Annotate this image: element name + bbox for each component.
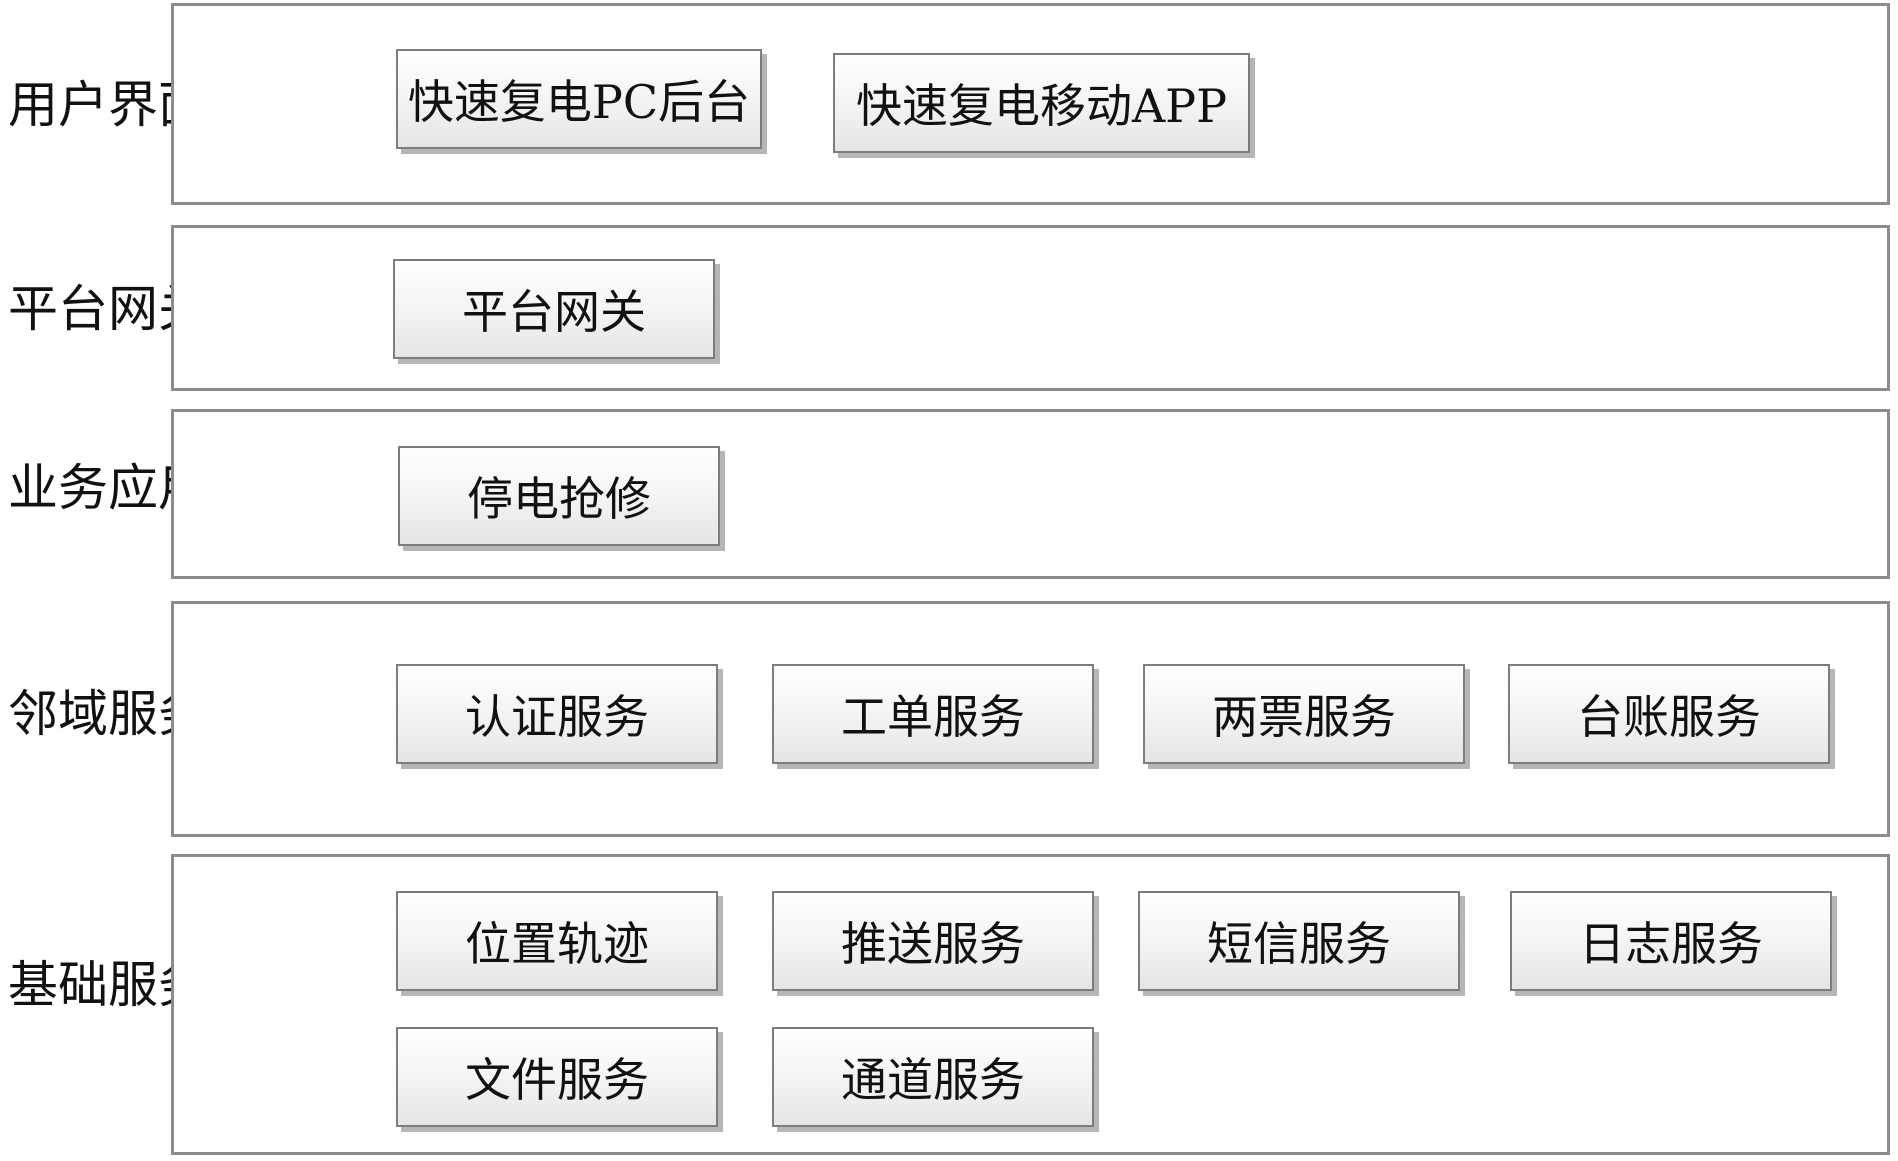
service-box-outage-repair: 停电抢修 — [398, 446, 720, 546]
service-box-location-track: 位置轨迹 — [396, 891, 718, 991]
service-box-file: 文件服务 — [396, 1027, 718, 1127]
service-box-channel: 通道服务 — [772, 1027, 1094, 1127]
service-box-work-order: 工单服务 — [772, 664, 1094, 764]
service-box-ledger: 台账服务 — [1508, 664, 1830, 764]
service-box-two-tickets: 两票服务 — [1143, 664, 1465, 764]
service-box-platform-gateway: 平台网关 — [393, 259, 715, 359]
service-box-authentication: 认证服务 — [396, 664, 718, 764]
service-box-mobile-app: 快速复电移动APP — [833, 53, 1250, 153]
service-box-sms: 短信服务 — [1138, 891, 1460, 991]
service-box-pc-backend: 快速复电PC后台 — [396, 49, 762, 149]
service-box-push: 推送服务 — [772, 891, 1094, 991]
service-box-log: 日志服务 — [1510, 891, 1832, 991]
